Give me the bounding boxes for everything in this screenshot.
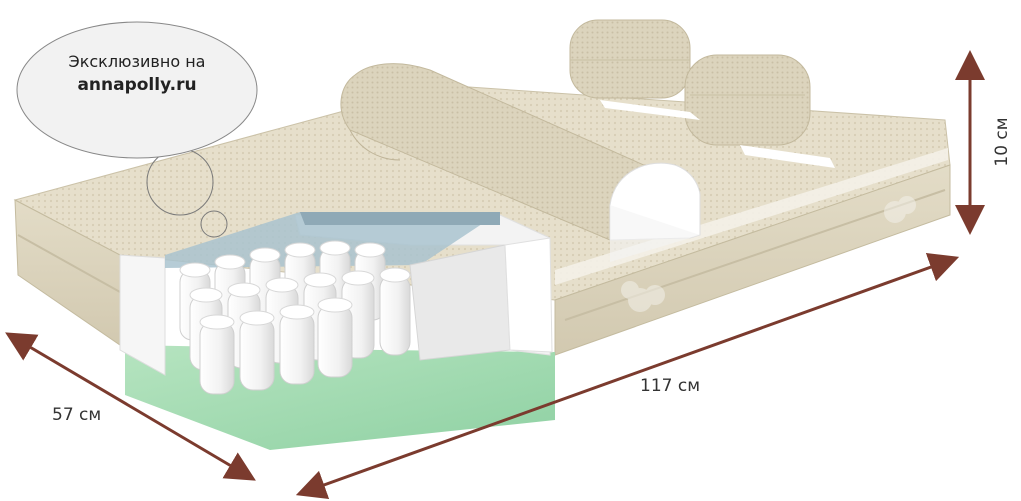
badge-site: annapolly.ru	[77, 75, 197, 95]
length-arrow	[295, 252, 960, 500]
badge-text: Эксклюзивно на annapolly.ru	[18, 52, 256, 95]
exclusive-badge	[16, 21, 258, 159]
badge-line1: Эксклюзивно на	[68, 52, 206, 71]
length-label: 117 см	[640, 376, 701, 396]
bolster-roll	[340, 63, 701, 262]
height-label: 10 см	[992, 117, 1012, 167]
detail-circle-small	[200, 210, 228, 238]
dimension-arrows	[5, 50, 985, 500]
width-arrow	[5, 332, 256, 481]
headrest-cushions	[569, 19, 835, 168]
width-label: 57 см	[52, 405, 102, 425]
